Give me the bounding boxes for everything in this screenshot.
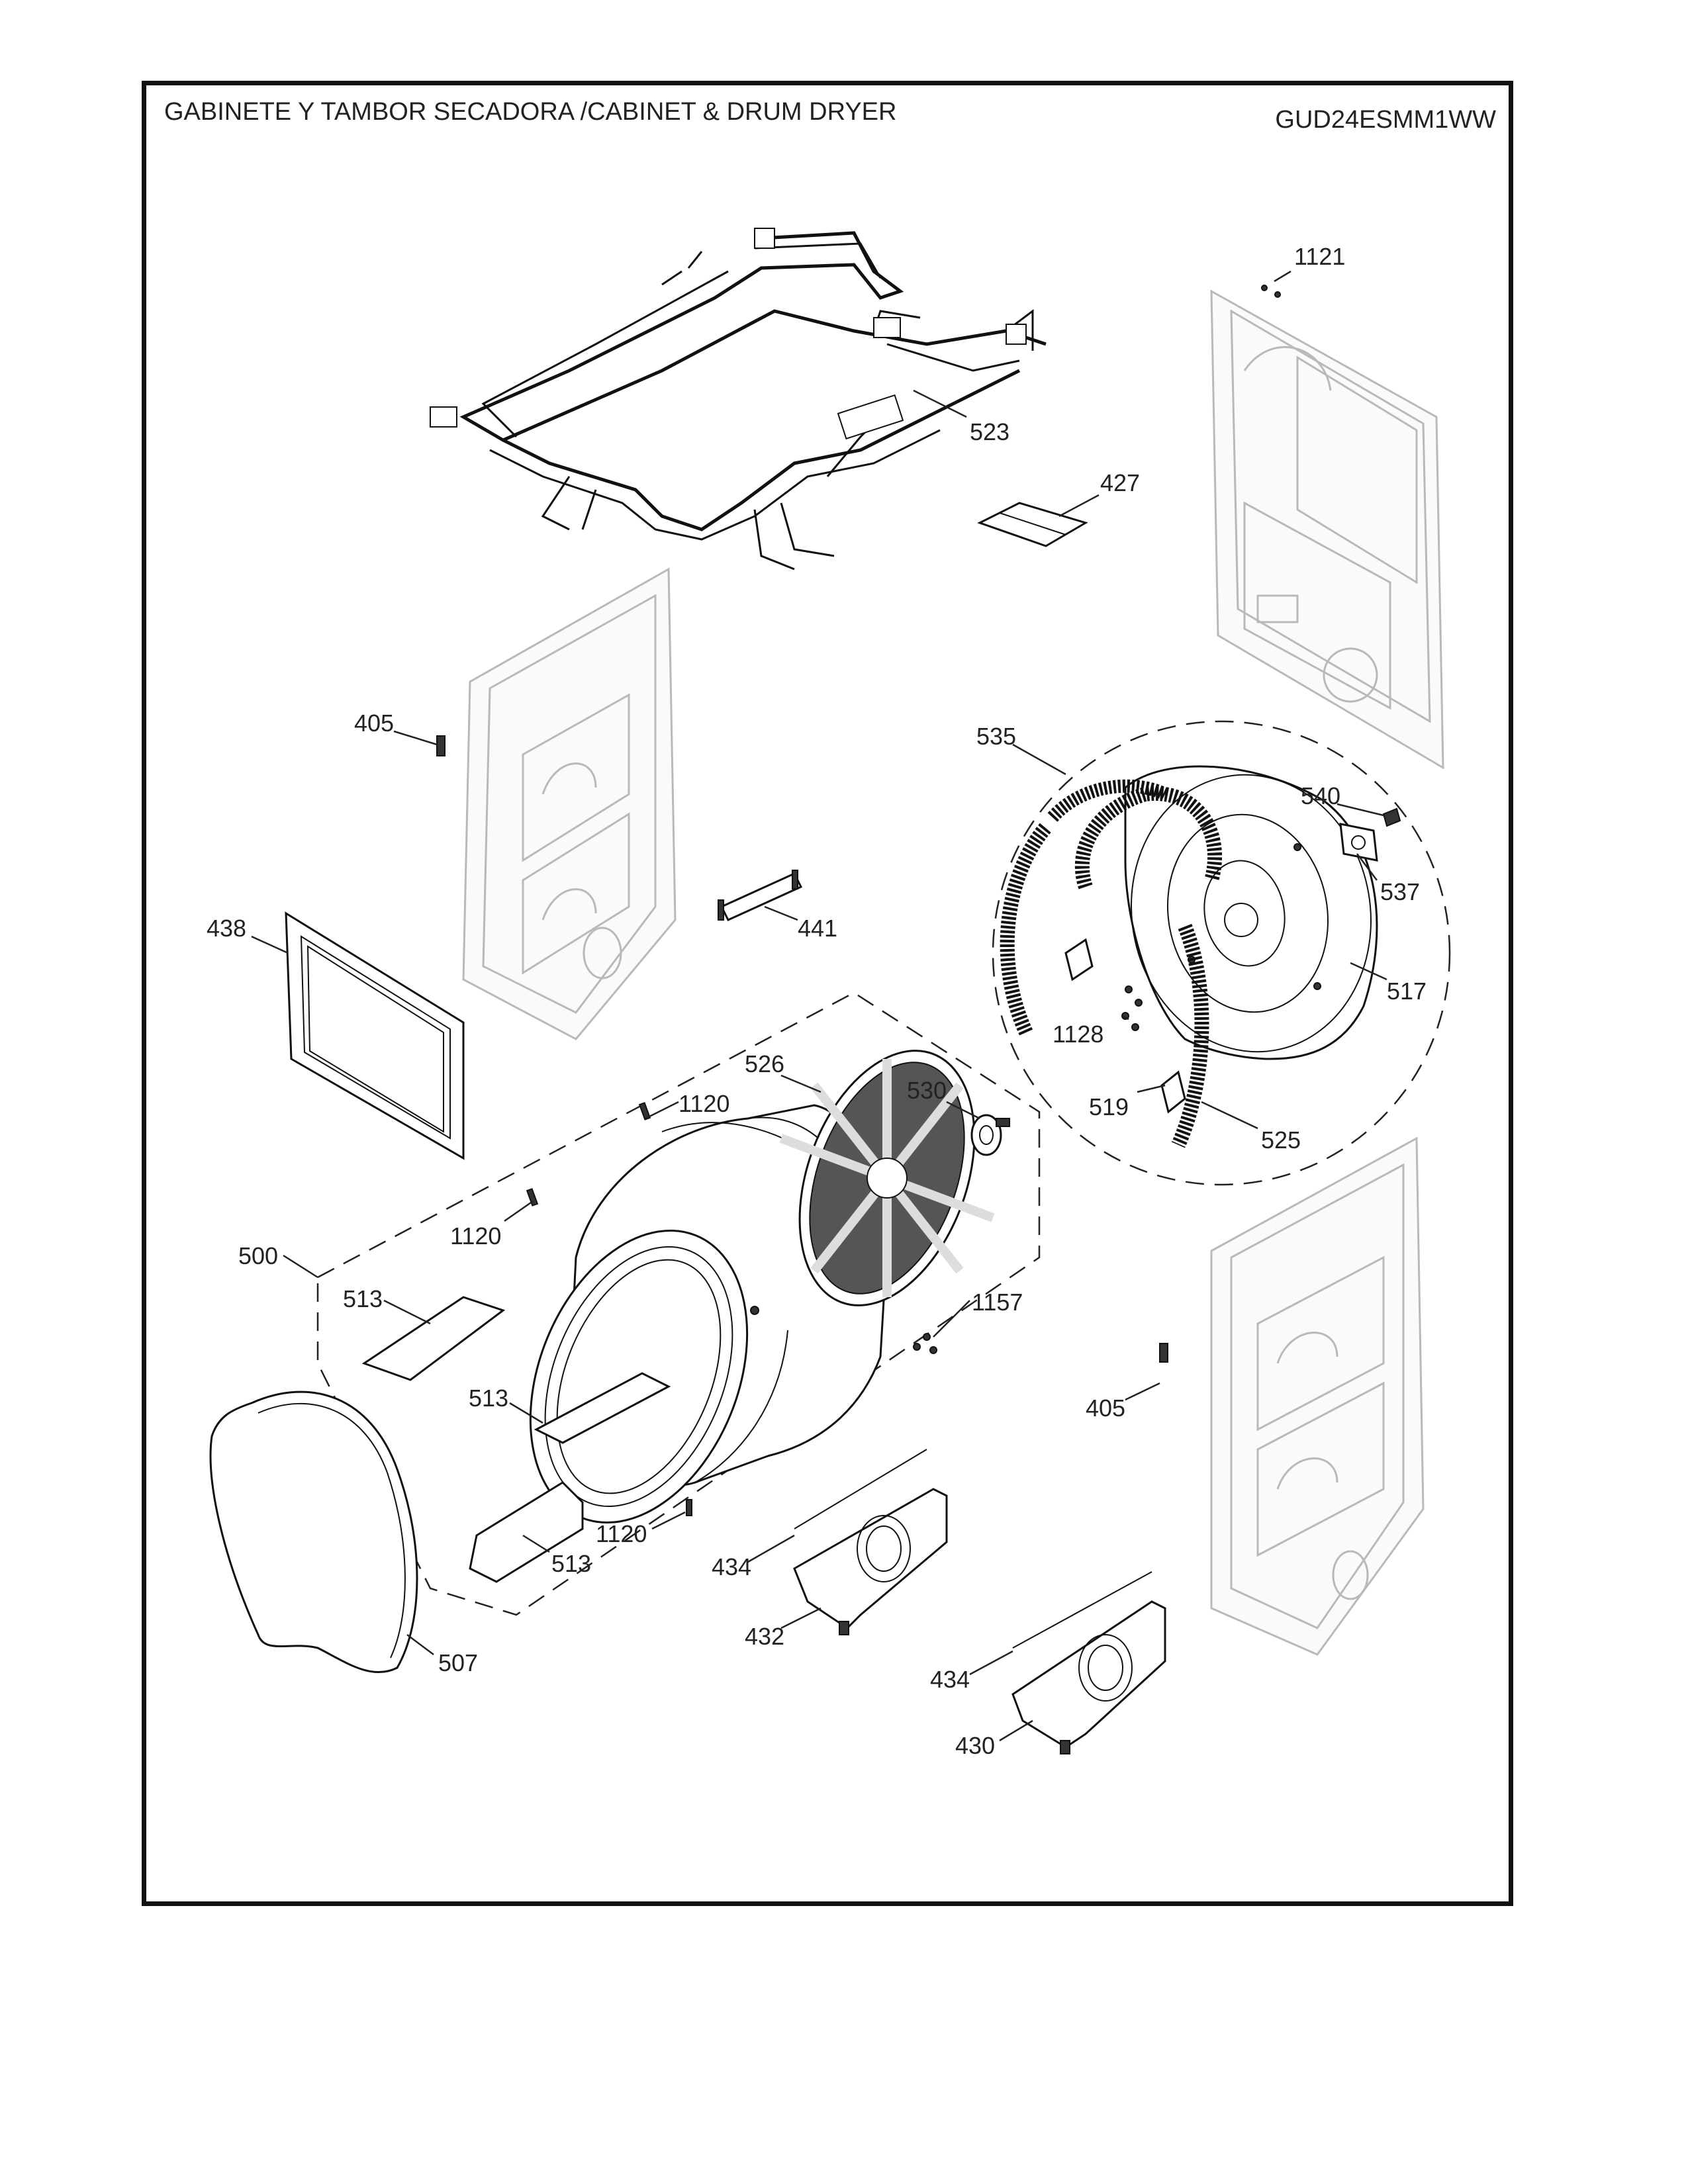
callout-530: 530 (907, 1077, 947, 1104)
rear-bulkhead-group-outline (992, 720, 1451, 1186)
callout-525: 525 (1261, 1126, 1301, 1154)
callout-405-upper: 405 (354, 709, 394, 737)
callout-507: 507 (438, 1649, 478, 1676)
bracket-441 (720, 872, 803, 921)
rear-bulkhead (1124, 765, 1378, 1060)
callout-427: 427 (1100, 469, 1140, 496)
callout-523: 523 (970, 418, 1009, 445)
model-number: GUD24ESMM1WW (1275, 106, 1496, 134)
callout-526: 526 (745, 1050, 784, 1077)
front-panel-frame (285, 911, 465, 1160)
callout-1120-top: 1120 (679, 1090, 729, 1117)
thermostat-bracket (1064, 938, 1094, 981)
drum-support-430 (1011, 1600, 1166, 1754)
callout-1128: 1128 (1053, 1021, 1103, 1048)
callout-430: 430 (955, 1732, 995, 1759)
sensor-540 (1382, 807, 1401, 827)
diagram-title: GABINETE Y TAMBOR SECADORA /CABINET & DR… (164, 98, 897, 126)
bearing-530 (970, 1114, 1010, 1156)
callout-500: 500 (238, 1242, 278, 1269)
callout-441: 441 (798, 915, 837, 942)
callout-540: 540 (1301, 782, 1340, 809)
callout-519: 519 (1089, 1093, 1129, 1120)
sensor-537 (1339, 823, 1378, 862)
cabinet-side-ghost-right (1210, 1136, 1425, 1656)
rod-434-lower (1012, 1571, 1152, 1649)
cabinet-side-ghost-left (462, 567, 677, 1040)
drum-felt-seal (209, 1390, 418, 1674)
callout-513-middle: 513 (469, 1385, 508, 1412)
callout-517: 517 (1387, 978, 1427, 1005)
rear-panel-ghost (1210, 289, 1444, 770)
wire-harness (430, 228, 1047, 570)
callout-1120-middle: 1120 (450, 1222, 501, 1250)
screws (526, 285, 1281, 1516)
callout-1157: 1157 (972, 1289, 1023, 1316)
clip-405-upper (436, 735, 445, 756)
callout-labels: 1121 523 427 405 535 540 537 441 438 517… (207, 243, 1427, 1759)
callout-1120-bottom: 1120 (596, 1520, 647, 1547)
callout-537: 537 (1380, 878, 1420, 905)
page-border (142, 81, 1513, 1906)
rod-434-upper (794, 1449, 927, 1529)
callout-513-upper: 513 (343, 1285, 383, 1312)
drum-support-432 (793, 1488, 948, 1635)
callout-432: 432 (745, 1623, 784, 1650)
callout-1121: 1121 (1294, 243, 1345, 270)
rear-drum-screen (779, 1050, 995, 1306)
callout-405-lower: 405 (1086, 1394, 1125, 1422)
callout-434-upper: 434 (712, 1553, 751, 1580)
baffle-513-upper (361, 1296, 506, 1381)
baffle-513-middle (534, 1372, 671, 1444)
clip-405-lower (1159, 1343, 1168, 1363)
heater-bracket-519 (1160, 1070, 1186, 1114)
callout-535: 535 (976, 723, 1016, 750)
callout-438: 438 (207, 915, 246, 942)
heater-coil (1000, 779, 1223, 1148)
baffle-513-lower (469, 1481, 584, 1583)
callout-513-lower: 513 (551, 1550, 591, 1577)
callout-434-lower: 434 (930, 1666, 970, 1693)
leader-lines (251, 270, 1387, 1742)
